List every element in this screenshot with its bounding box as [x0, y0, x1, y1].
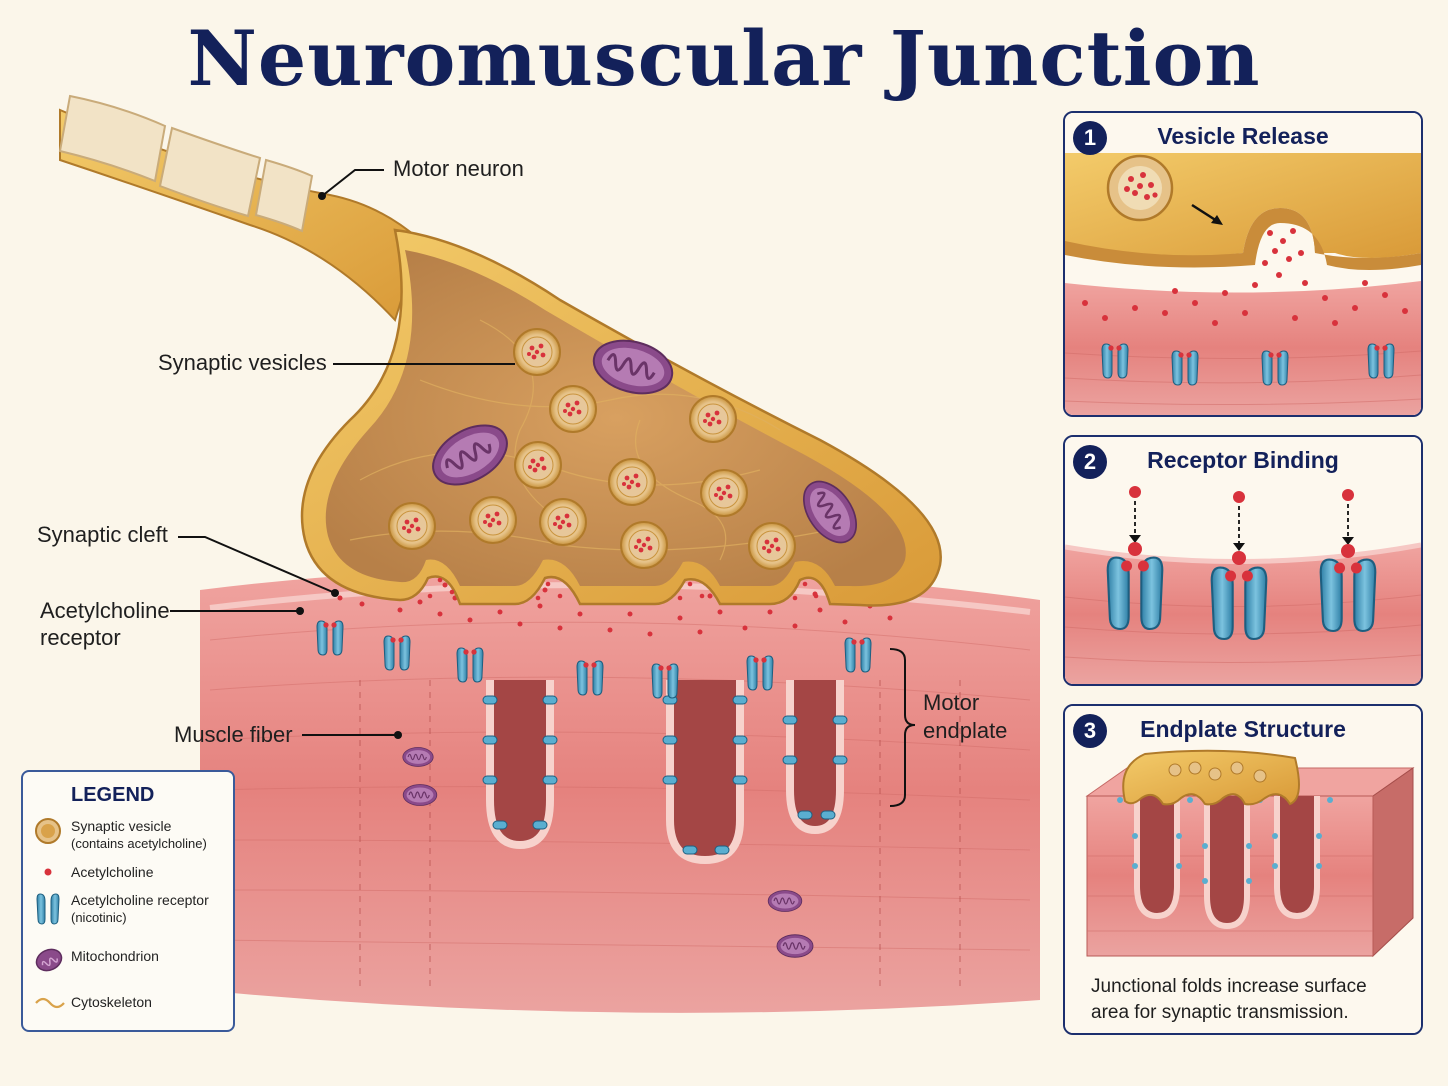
legend-sub: (contains acetylcholine) [71, 836, 207, 851]
panel-endplate-structure: 3 Endplate Structure Junctional folds in… [1063, 704, 1423, 1035]
cleft-acetylcholine [337, 582, 893, 637]
myelin-sheath [58, 94, 314, 233]
label-motor-endplate-line1: Motor [923, 690, 980, 715]
panel-title: Vesicle Release [1157, 123, 1329, 149]
cytoskeleton-icon [35, 997, 65, 1009]
panel-title: Receptor Binding [1147, 447, 1339, 473]
receptor-pointer [296, 607, 304, 615]
binding-receptor-3 [1319, 489, 1377, 633]
legend: LEGEND Synaptic vesicle (contains acetylc… [21, 770, 235, 1032]
panel-receptor-binding: 2 Receptor Binding [1063, 435, 1423, 686]
motor-neuron-axon [58, 94, 422, 322]
receptor-binding-illustration [1065, 437, 1421, 684]
motor-neuron-pointer [318, 192, 326, 200]
legend-item-acetylcholine: Acetylcholine [35, 864, 231, 884]
label-synaptic-cleft: Synaptic cleft [37, 522, 168, 547]
page-title: Neuromuscular Junction [187, 14, 1261, 103]
binding-receptor-2 [1210, 491, 1268, 641]
label-ach-receptor-line1: Acetylcholine [40, 598, 170, 623]
junctional-folds [482, 680, 848, 865]
label-ach-receptor-line2: receptor [40, 625, 121, 650]
label-synaptic-vesicles: Synaptic vesicles [158, 350, 327, 375]
binding-receptor-1 [1106, 486, 1164, 631]
panel-vesicle-release: 1 Vesicle Release [1063, 111, 1423, 417]
legend-title: LEGEND [71, 784, 155, 806]
leader-lines [170, 169, 916, 807]
axon-terminal [300, 228, 942, 607]
muscle-fiber-pointer [394, 731, 402, 739]
panel-number: 1 [1073, 121, 1107, 155]
panel-caption: Junctional folds increase surface area f… [1091, 976, 1367, 1023]
legend-item-vesicle: Synaptic vesicle (contains acetylcholine) [35, 818, 231, 854]
panel-number: 3 [1073, 714, 1107, 748]
legend-label: Mitochondrion [71, 948, 159, 964]
legend-sub: (nicotinic) [71, 910, 127, 925]
legend-item-receptor: Acetylcholine receptor (nicotinic) [35, 892, 231, 932]
vesicle-release-illustration [1065, 113, 1421, 415]
legend-label: Synaptic vesicle [71, 818, 172, 834]
label-muscle-fiber: Muscle fiber [174, 722, 293, 747]
panel-title: Endplate Structure [1140, 716, 1346, 742]
mitochondrion-icon [35, 948, 63, 972]
legend-label: Acetylcholine receptor [71, 892, 209, 908]
synaptic-cleft-pointer [331, 589, 339, 597]
endplate-structure-illustration [1065, 706, 1421, 1033]
vesicle-icon [35, 818, 61, 844]
legend-label: Cytoskeleton [71, 994, 152, 1010]
legend-item-cytoskeleton: Cytoskeleton [35, 994, 231, 1014]
label-motor-neuron: Motor neuron [393, 156, 524, 181]
acetylcholine-icon [44, 868, 52, 876]
panel-number: 2 [1073, 445, 1107, 479]
legend-item-mitochondrion: Mitochondrion [35, 948, 231, 976]
label-motor-endplate-line2: endplate [923, 718, 1008, 743]
legend-label: Acetylcholine [71, 864, 154, 880]
receptor-icon [36, 893, 60, 925]
